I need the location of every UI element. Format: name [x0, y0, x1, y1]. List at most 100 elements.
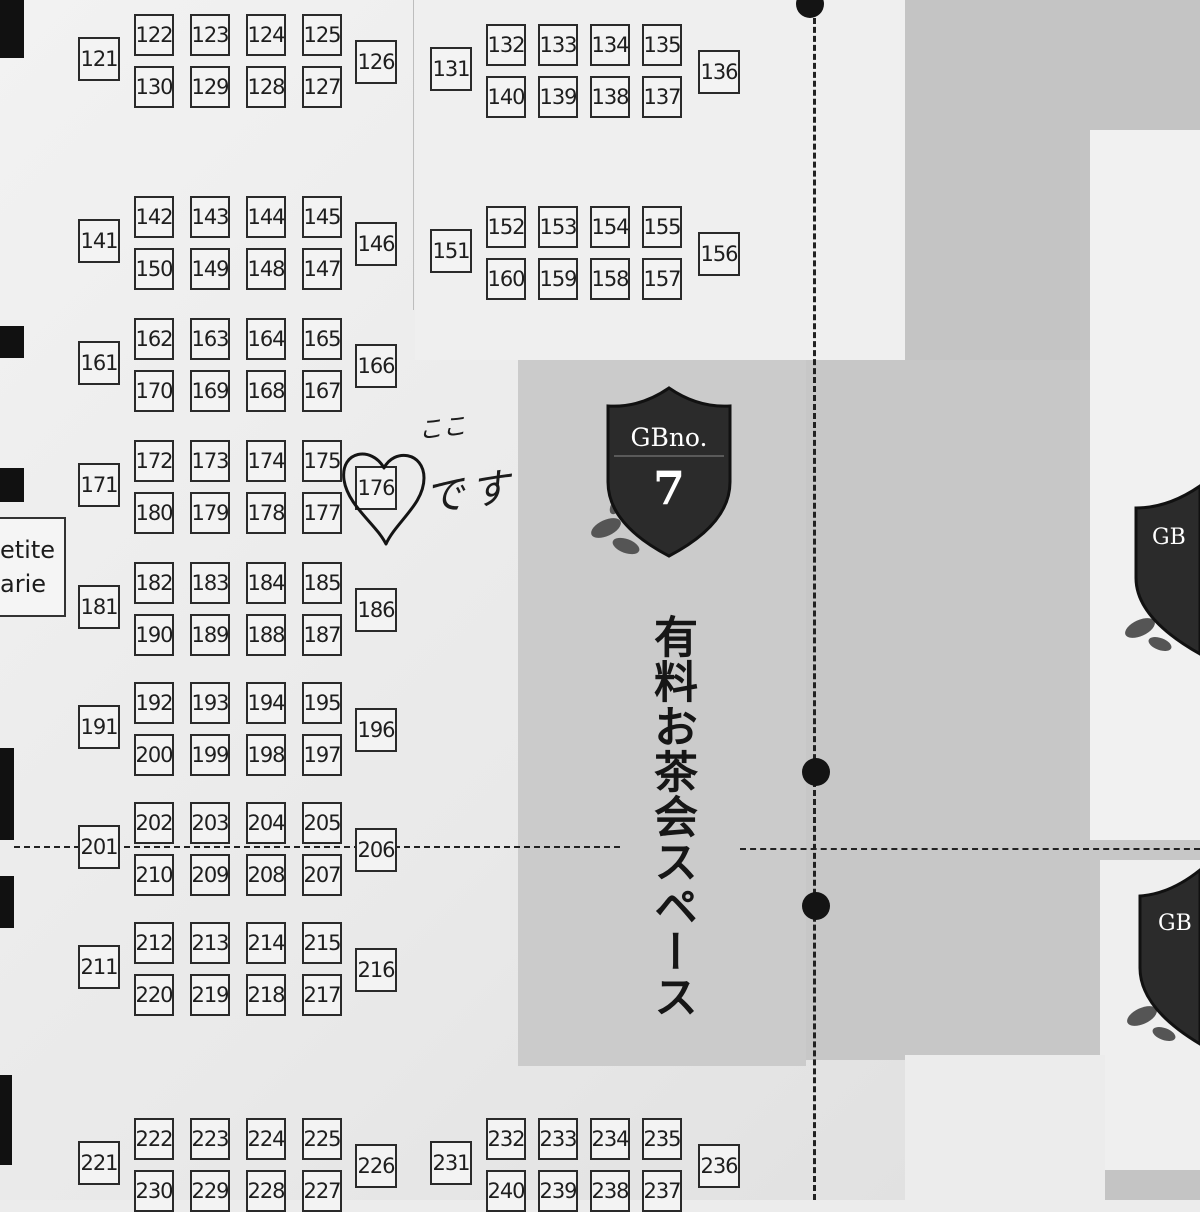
booth-199[interactable]: 199 [190, 734, 230, 776]
booth-192[interactable]: 192 [134, 682, 174, 724]
booth-151[interactable]: 151 [430, 229, 472, 273]
booth-236[interactable]: 236 [698, 1144, 740, 1188]
booth-233[interactable]: 233 [538, 1118, 578, 1160]
booth-231[interactable]: 231 [430, 1141, 472, 1185]
booth-170[interactable]: 170 [134, 370, 174, 412]
booth-158[interactable]: 158 [590, 258, 630, 300]
booth-132[interactable]: 132 [486, 24, 526, 66]
booth-171[interactable]: 171 [78, 463, 120, 507]
booth-217[interactable]: 217 [302, 974, 342, 1016]
booth-209[interactable]: 209 [190, 854, 230, 896]
booth-141[interactable]: 141 [78, 219, 120, 263]
booth-160[interactable]: 160 [486, 258, 526, 300]
booth-186[interactable]: 186 [355, 588, 397, 632]
booth-195[interactable]: 195 [302, 682, 342, 724]
booth-229[interactable]: 229 [190, 1170, 230, 1212]
booth-212[interactable]: 212 [134, 922, 174, 964]
booth-176[interactable]: 176 [355, 466, 397, 510]
booth-194[interactable]: 194 [246, 682, 286, 724]
booth-146[interactable]: 146 [355, 222, 397, 266]
booth-207[interactable]: 207 [302, 854, 342, 896]
booth-227[interactable]: 227 [302, 1170, 342, 1212]
booth-124[interactable]: 124 [246, 14, 286, 56]
booth-183[interactable]: 183 [190, 562, 230, 604]
booth-198[interactable]: 198 [246, 734, 286, 776]
booth-178[interactable]: 178 [246, 492, 286, 534]
booth-201[interactable]: 201 [78, 825, 120, 869]
booth-185[interactable]: 185 [302, 562, 342, 604]
booth-154[interactable]: 154 [590, 206, 630, 248]
booth-126[interactable]: 126 [355, 40, 397, 84]
booth-153[interactable]: 153 [538, 206, 578, 248]
booth-125[interactable]: 125 [302, 14, 342, 56]
booth-145[interactable]: 145 [302, 196, 342, 238]
booth-161[interactable]: 161 [78, 341, 120, 385]
booth-131[interactable]: 131 [430, 47, 472, 91]
booth-182[interactable]: 182 [134, 562, 174, 604]
booth-224[interactable]: 224 [246, 1118, 286, 1160]
booth-240[interactable]: 240 [486, 1170, 526, 1212]
booth-172[interactable]: 172 [134, 440, 174, 482]
booth-215[interactable]: 215 [302, 922, 342, 964]
booth-122[interactable]: 122 [134, 14, 174, 56]
booth-239[interactable]: 239 [538, 1170, 578, 1212]
booth-134[interactable]: 134 [590, 24, 630, 66]
booth-219[interactable]: 219 [190, 974, 230, 1016]
booth-226[interactable]: 226 [355, 1144, 397, 1188]
booth-135[interactable]: 135 [642, 24, 682, 66]
booth-220[interactable]: 220 [134, 974, 174, 1016]
booth-196[interactable]: 196 [355, 708, 397, 752]
booth-232[interactable]: 232 [486, 1118, 526, 1160]
booth-222[interactable]: 222 [134, 1118, 174, 1160]
booth-197[interactable]: 197 [302, 734, 342, 776]
booth-193[interactable]: 193 [190, 682, 230, 724]
booth-174[interactable]: 174 [246, 440, 286, 482]
booth-152[interactable]: 152 [486, 206, 526, 248]
booth-175[interactable]: 175 [302, 440, 342, 482]
booth-167[interactable]: 167 [302, 370, 342, 412]
booth-238[interactable]: 238 [590, 1170, 630, 1212]
booth-205[interactable]: 205 [302, 802, 342, 844]
booth-136[interactable]: 136 [698, 50, 740, 94]
booth-218[interactable]: 218 [246, 974, 286, 1016]
booth-214[interactable]: 214 [246, 922, 286, 964]
booth-221[interactable]: 221 [78, 1141, 120, 1185]
booth-123[interactable]: 123 [190, 14, 230, 56]
booth-234[interactable]: 234 [590, 1118, 630, 1160]
booth-148[interactable]: 148 [246, 248, 286, 290]
booth-213[interactable]: 213 [190, 922, 230, 964]
booth-210[interactable]: 210 [134, 854, 174, 896]
booth-230[interactable]: 230 [134, 1170, 174, 1212]
booth-235[interactable]: 235 [642, 1118, 682, 1160]
booth-130[interactable]: 130 [134, 66, 174, 108]
booth-223[interactable]: 223 [190, 1118, 230, 1160]
booth-133[interactable]: 133 [538, 24, 578, 66]
booth-179[interactable]: 179 [190, 492, 230, 534]
booth-184[interactable]: 184 [246, 562, 286, 604]
booth-138[interactable]: 138 [590, 76, 630, 118]
booth-149[interactable]: 149 [190, 248, 230, 290]
booth-164[interactable]: 164 [246, 318, 286, 360]
booth-163[interactable]: 163 [190, 318, 230, 360]
booth-168[interactable]: 168 [246, 370, 286, 412]
booth-157[interactable]: 157 [642, 258, 682, 300]
booth-180[interactable]: 180 [134, 492, 174, 534]
booth-211[interactable]: 211 [78, 945, 120, 989]
booth-155[interactable]: 155 [642, 206, 682, 248]
booth-128[interactable]: 128 [246, 66, 286, 108]
booth-203[interactable]: 203 [190, 802, 230, 844]
booth-237[interactable]: 237 [642, 1170, 682, 1212]
booth-159[interactable]: 159 [538, 258, 578, 300]
booth-166[interactable]: 166 [355, 344, 397, 388]
booth-165[interactable]: 165 [302, 318, 342, 360]
booth-208[interactable]: 208 [246, 854, 286, 896]
booth-143[interactable]: 143 [190, 196, 230, 238]
booth-162[interactable]: 162 [134, 318, 174, 360]
booth-188[interactable]: 188 [246, 614, 286, 656]
booth-173[interactable]: 173 [190, 440, 230, 482]
booth-127[interactable]: 127 [302, 66, 342, 108]
booth-139[interactable]: 139 [538, 76, 578, 118]
booth-191[interactable]: 191 [78, 705, 120, 749]
booth-200[interactable]: 200 [134, 734, 174, 776]
booth-216[interactable]: 216 [355, 948, 397, 992]
